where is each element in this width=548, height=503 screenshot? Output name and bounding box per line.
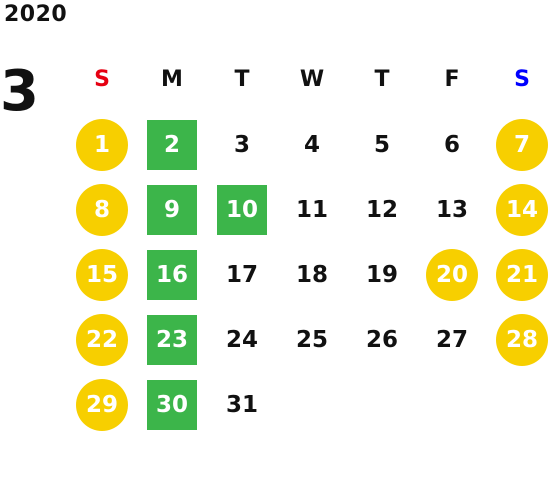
holiday-day: 22 — [76, 313, 128, 366]
day-number: 27 — [435, 326, 468, 353]
day-cell: 21 — [487, 242, 548, 307]
holiday-day: 20 — [426, 248, 478, 301]
day-cell: 31 — [207, 372, 277, 437]
day-number: 11 — [295, 196, 328, 223]
day-number: 26 — [365, 326, 398, 353]
day-number: 12 — [365, 196, 398, 223]
day-cell: 14 — [487, 177, 548, 242]
day-cell: 6 — [417, 112, 487, 177]
weekday-header: M — [161, 66, 183, 92]
day-cell: 18 — [277, 242, 347, 307]
day-cell: 5 — [347, 112, 417, 177]
weekday-header: W — [299, 66, 325, 92]
day-cell — [347, 372, 417, 437]
day-cell — [417, 372, 487, 437]
calendar-year: 2020 — [4, 2, 68, 27]
holiday-day: 1 — [76, 118, 128, 171]
day-cell: 16 — [137, 242, 207, 307]
day-cell: 28 — [487, 307, 548, 372]
closed-day: 30 — [147, 379, 197, 430]
day-cell: 17 — [207, 242, 277, 307]
holiday-day: 14 — [496, 183, 548, 236]
day-cell: 15 — [67, 242, 137, 307]
weekday-header: S — [514, 66, 530, 92]
day-cell: 8 — [67, 177, 137, 242]
closed-day: 23 — [147, 314, 197, 365]
day-number: 13 — [435, 196, 468, 223]
day-cell — [277, 372, 347, 437]
day-cell: 12 — [347, 177, 417, 242]
day-cell: 22 — [67, 307, 137, 372]
day-cell: 1 — [67, 112, 137, 177]
day-cell: 27 — [417, 307, 487, 372]
day-cell: 2 — [137, 112, 207, 177]
day-cell: 29 — [67, 372, 137, 437]
calendar-month: 3 — [0, 59, 39, 124]
holiday-day: 29 — [76, 378, 128, 431]
day-cell: 10 — [207, 177, 277, 242]
day-number: 25 — [295, 326, 328, 353]
weekday-header: T — [374, 66, 390, 92]
day-cell: 7 — [487, 112, 548, 177]
holiday-day: 21 — [496, 248, 548, 301]
weekday-header: F — [444, 66, 460, 92]
day-number: 6 — [443, 131, 460, 158]
day-cell: 4 — [277, 112, 347, 177]
day-number: 18 — [295, 261, 328, 288]
closed-day: 10 — [217, 184, 267, 235]
day-number: 31 — [225, 391, 258, 418]
day-cell: 23 — [137, 307, 207, 372]
day-cell: 20 — [417, 242, 487, 307]
day-cell: 26 — [347, 307, 417, 372]
holiday-day: 7 — [496, 118, 548, 171]
day-number: 17 — [225, 261, 258, 288]
day-cell: 9 — [137, 177, 207, 242]
day-cell: 25 — [277, 307, 347, 372]
day-number: 19 — [365, 261, 398, 288]
day-cell: 19 — [347, 242, 417, 307]
holiday-day: 8 — [76, 183, 128, 236]
day-number: 24 — [225, 326, 258, 353]
day-cell — [487, 372, 548, 437]
day-cell: 30 — [137, 372, 207, 437]
day-cell: 11 — [277, 177, 347, 242]
closed-day: 16 — [147, 249, 197, 300]
day-cell: 13 — [417, 177, 487, 242]
day-number: 3 — [233, 131, 250, 158]
day-number: 4 — [303, 131, 320, 158]
weekday-header: T — [234, 66, 250, 92]
day-cell: 24 — [207, 307, 277, 372]
closed-day: 2 — [147, 119, 197, 170]
day-number: 5 — [373, 131, 390, 158]
holiday-day: 15 — [76, 248, 128, 301]
day-cell: 3 — [207, 112, 277, 177]
closed-day: 9 — [147, 184, 197, 235]
weekday-header: S — [94, 66, 110, 92]
holiday-day: 28 — [496, 313, 548, 366]
